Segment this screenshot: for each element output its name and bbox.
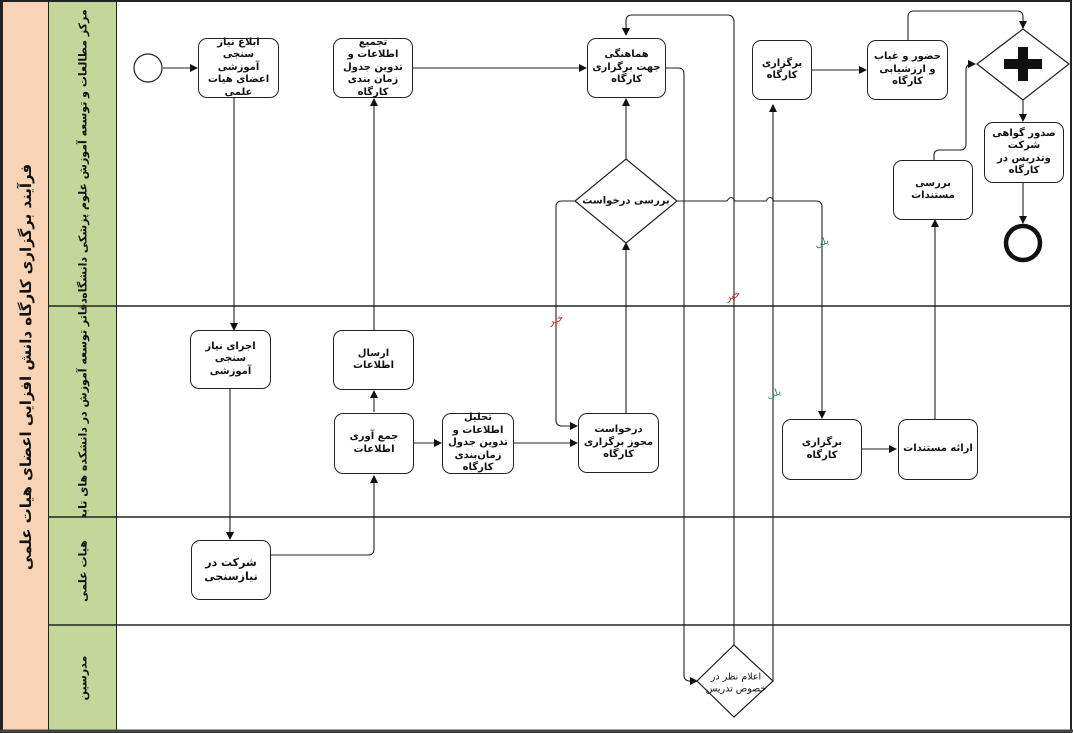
flow-teacher-no (622, 14, 735, 646)
task-analyze-info[interactable]: تحلیل اطلاعات و تدوین جدول زمان‌بندی کار… (442, 412, 514, 474)
lane-header-faculty: هیات علمی (49, 517, 117, 625)
task-announce-needs[interactable]: ابلاغ نیاز سنجی آموزشی اعضای هیات علمی (198, 37, 279, 98)
task-participate-needs[interactable]: شرکت در نیازسنجی (191, 540, 271, 600)
task-attendance-evaluation[interactable]: حضور و غیاب و ارزشیابی کارگاه (867, 40, 948, 100)
task-present-documents[interactable]: ارائه مستندات (898, 419, 978, 480)
gateway-review-request-label: بررسی درخواست (582, 195, 670, 207)
task-hold-workshop-center[interactable]: برگزاری کارگاه (752, 40, 812, 100)
gateway-teacher-opinion-label: اعلام نظر در خصوص تدریس (705, 671, 767, 695)
task-hold-workshop-office[interactable]: برگزاری کارگاه (782, 419, 862, 480)
gateway-teacher-opinion (696, 644, 774, 718)
flow-attendance-join (907, 10, 1027, 40)
flow-review-yes (677, 196, 826, 419)
flow-participate-collect (271, 475, 378, 556)
task-coordinate[interactable]: هماهنگی جهت برگزاری کارگاه (587, 38, 666, 98)
task-certificate[interactable]: صدور گواهی شرکت وتدریس در کارگاه (984, 122, 1064, 183)
pool-header: فرآیند برگزاری کارگاه دانش افزایی اعضای … (2, 2, 49, 731)
end-event (1003, 223, 1043, 263)
task-send-info[interactable]: ارسال اطلاعات (333, 330, 414, 390)
task-request-permit[interactable]: درخواست مجوز برگزاری کارگاه (578, 413, 659, 473)
flow-reviewdocs-join (933, 60, 976, 160)
lane-header-teachers: مدرسین (49, 625, 117, 731)
task-collect-info[interactable]: جمع آوری اطلاعات (334, 413, 414, 474)
task-compile-schedule[interactable]: تجمیع اطلاعات و تدوین جدول زمان بندی کار… (333, 37, 413, 98)
plus-icon-h (1004, 59, 1042, 69)
lane-header-offices: دفاتر توسعه آموزش در دانشکده های تابعه (49, 298, 117, 525)
flow-review-no (555, 200, 578, 430)
gateway-review-request (574, 158, 678, 244)
task-execute-needs[interactable]: اجرای نیاز سنجی آموزشی (190, 330, 271, 389)
lane-header-center: مرکز مطالعات و توسعه آموزش علوم پزشکی دا… (49, 2, 117, 306)
task-review-documents[interactable]: بررسی مستندات (893, 160, 973, 220)
start-event (133, 53, 163, 83)
flow-coordinate-teacher (666, 67, 698, 685)
